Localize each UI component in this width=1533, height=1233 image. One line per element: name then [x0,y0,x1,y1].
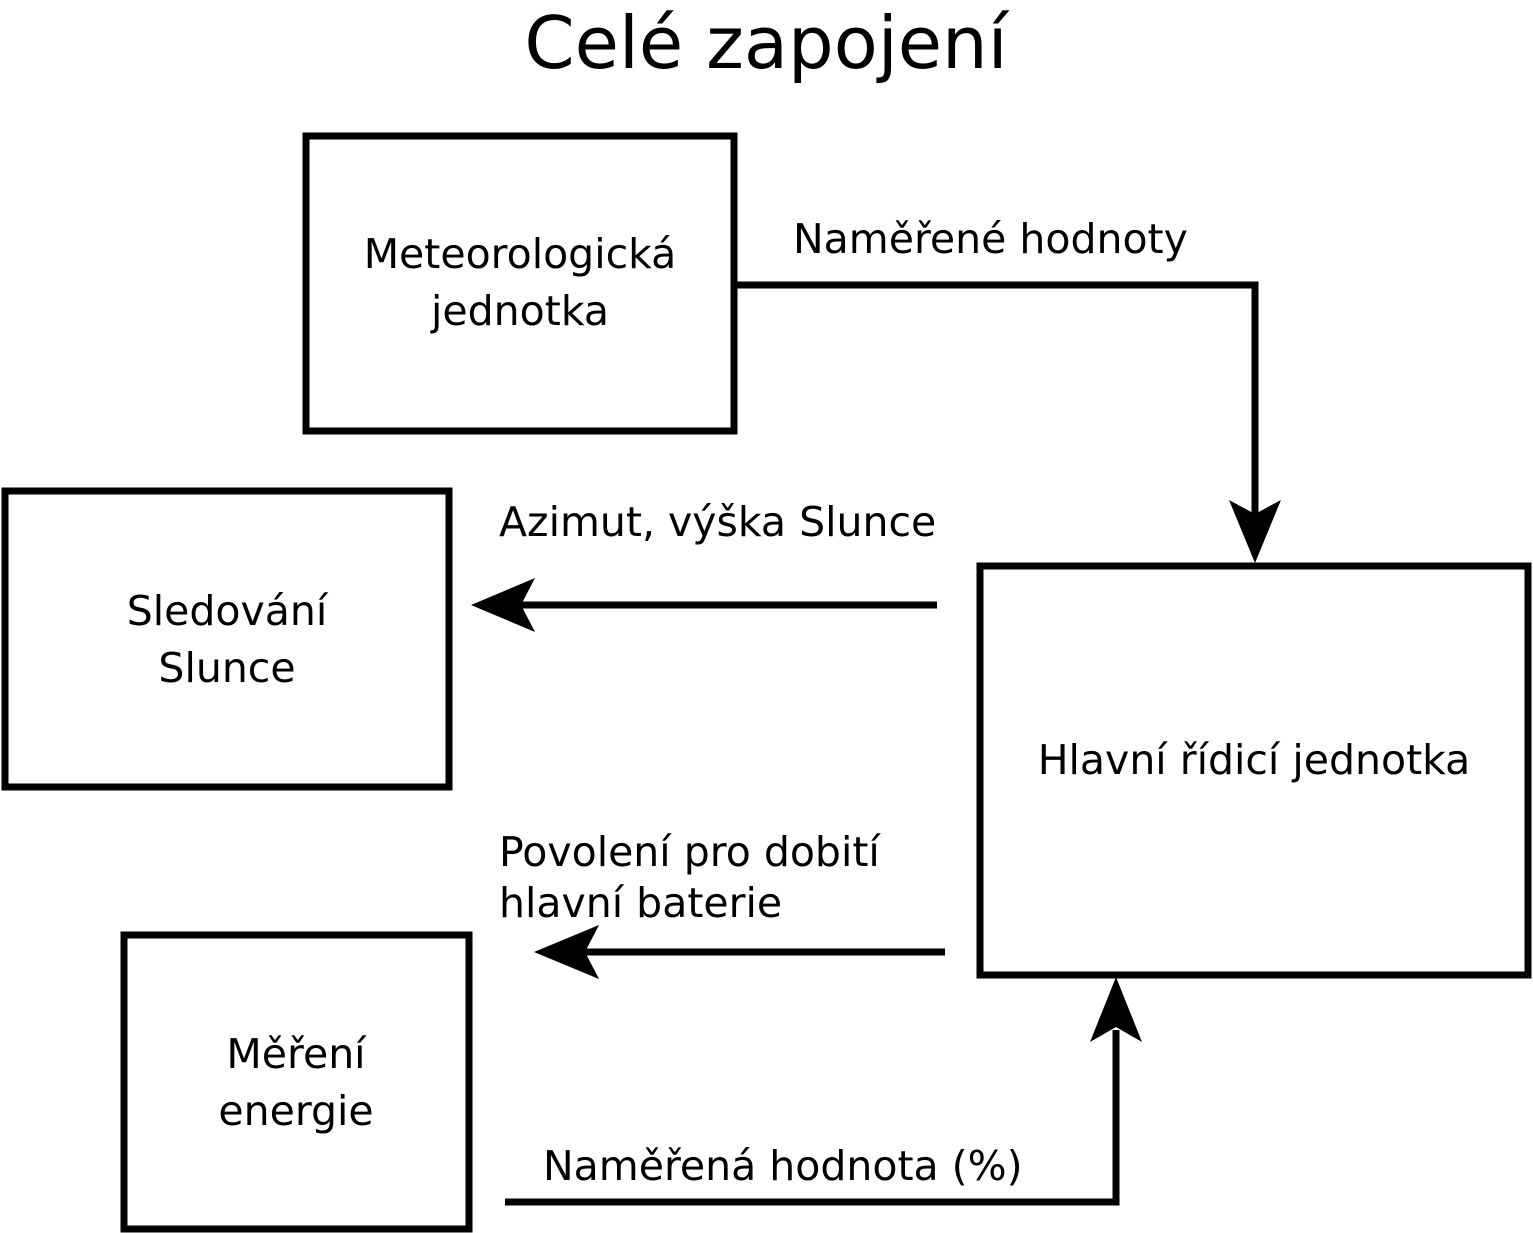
main-control-unit-box[interactable] [976,562,1532,979]
energy-measurement-node[interactable]: Měření energie [120,931,473,1233]
edge-charge-permission: Povolení pro dobití hlavní baterie [499,828,945,979]
edge-measured-values: Naměřené hodnoty [734,215,1281,563]
meteorological-unit-box[interactable] [302,132,738,435]
main-control-unit-label-line1: Hlavní řídicí jednotka [1038,736,1471,784]
energy-measurement-label-line2: energie [218,1087,373,1135]
meteorological-unit-label-line1: Meteorologická [364,230,677,278]
sun-tracking-box[interactable] [1,487,453,791]
main-control-unit-node[interactable]: Hlavní řídicí jednotka [976,562,1532,979]
edge-charge-permission-label-line2: hlavní baterie [499,879,782,927]
edge-measured-percentage-arrowhead [1090,977,1142,1042]
edge-measured-percentage: Naměřená hodnota (%) [505,977,1142,1206]
edge-measured-percentage-label: Naměřená hodnota (%) [543,1142,1023,1190]
edge-azimuth-sun-elevation: Azimut, výška Slunce [471,498,937,632]
edge-measured-values-line [734,281,1259,518]
edge-azimuth-label: Azimut, výška Slunce [499,498,936,546]
sun-tracking-label-line1: Sledování [127,587,329,635]
edge-measured-values-arrowhead [1229,500,1281,563]
edge-measured-values-label: Naměřené hodnoty [793,215,1188,263]
sun-tracking-label-line2: Slunce [158,644,295,692]
edge-azimuth-arrowhead [471,578,535,632]
meteorological-unit-label-line2: jednotka [430,287,609,335]
page-title: Celé zapojení [524,1,1009,85]
edge-charge-permission-label-line1: Povolení pro dobití [499,828,881,876]
energy-measurement-box[interactable] [120,931,473,1233]
energy-measurement-label-line1: Měření [226,1030,367,1078]
edge-charge-permission-arrowhead [534,925,599,979]
sun-tracking-node[interactable]: Sledování Slunce [1,487,453,791]
meteorological-unit-node[interactable]: Meteorologická jednotka [302,132,738,435]
edge-measured-percentage-line [505,1030,1120,1206]
